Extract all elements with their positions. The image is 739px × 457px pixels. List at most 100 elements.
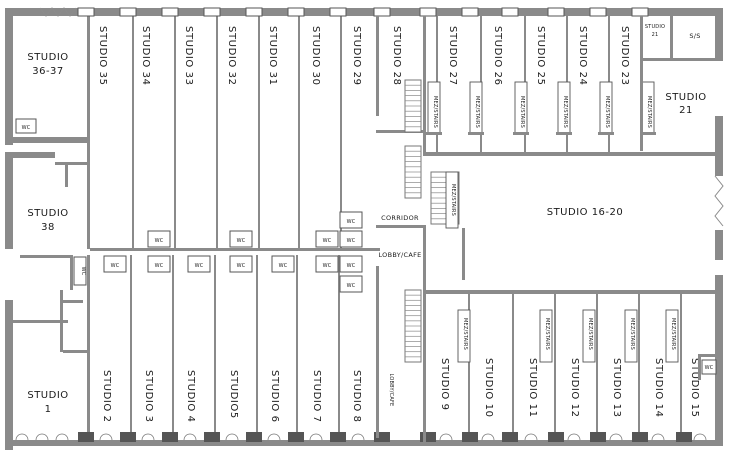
bottom-door-markers	[15, 432, 707, 442]
studio-bottom-label: STUDIO 6	[269, 370, 280, 423]
wc-label: WC	[279, 263, 288, 269]
wc-box	[315, 255, 339, 273]
corridor-area: CORRIDOR LOBBY/CAFE LOBBY/CAFE	[376, 16, 426, 446]
studio-38-label-a: STUDIO	[27, 208, 68, 219]
wc-box	[339, 211, 363, 229]
door-marker	[246, 432, 262, 442]
door-marker	[374, 432, 390, 442]
door-marker	[589, 7, 607, 17]
studio-bottom-label: STUDIO5	[228, 370, 239, 419]
studio-16-20-label: STUDIO 16-20	[547, 207, 624, 218]
wc-box	[147, 230, 171, 248]
bottom-divider	[130, 255, 132, 440]
wc-label: WC	[323, 263, 332, 269]
studio-bottom-label: STUDIO 13	[611, 358, 622, 418]
studio-1-label-a: STUDIO	[27, 390, 68, 401]
studio-top-label: STUDIO 31	[267, 26, 278, 86]
door-marker	[245, 7, 263, 17]
studio-1-label-b: 1	[45, 404, 52, 415]
wc-label: WC	[237, 263, 246, 269]
mez-stairs-label: MEZ/STAIRS	[604, 96, 610, 128]
wc-box	[339, 230, 363, 248]
wc-label-vertical: WC	[80, 267, 86, 276]
door-marker	[203, 7, 221, 17]
wc-label: WC	[237, 238, 246, 244]
bottom-divider	[296, 255, 298, 440]
mez-wall	[598, 132, 614, 135]
mez-stairs-label: MEZ/STAIRS	[562, 96, 568, 128]
top-wall-markers	[39, 7, 77, 17]
door-marker	[590, 432, 606, 442]
studio-21-label-a: STUDIO	[665, 92, 706, 103]
door-marker	[204, 432, 220, 442]
door-marker	[461, 7, 479, 17]
wc-box	[229, 230, 253, 248]
wc-label: WC	[111, 263, 120, 269]
mez-wall	[556, 132, 572, 135]
bottom-divider	[554, 294, 556, 440]
mez-stairs-label: MEZ/STAIRS	[450, 184, 456, 216]
wc-label: WC	[347, 283, 356, 289]
studio-bottom-label: STUDIO 14	[653, 358, 664, 418]
studio-top-label: STUDIO 29	[351, 26, 362, 86]
door-swing	[524, 433, 538, 441]
wc-label: WC	[155, 238, 164, 244]
bottom-divider	[214, 255, 216, 440]
bottom-divider	[338, 255, 340, 440]
studio-bottom-label: STUDIO 4	[185, 370, 196, 423]
lobby-cafe-vertical-label: LOBBY/CAFE	[388, 374, 394, 407]
mez-wall	[640, 132, 656, 135]
ss-label: S/S	[689, 32, 700, 40]
wc-box	[147, 255, 171, 273]
door-swing	[609, 433, 623, 441]
bottom-divider	[172, 255, 174, 440]
door-marker	[420, 432, 436, 442]
studio-top-label: STUDIO 28	[391, 26, 402, 86]
mez-stairs-label: MEZ/STAIRS	[474, 96, 480, 128]
corridor-label: CORRIDOR	[381, 214, 419, 222]
wc-box	[339, 255, 363, 273]
top-divider	[174, 16, 176, 248]
wc-box	[315, 230, 339, 248]
studio-21: STUDIO 21 S/S STUDIO 21	[640, 16, 723, 151]
bottom-divider	[596, 294, 598, 440]
studio-1: STUDIO 1	[13, 290, 87, 415]
mez-stairs-box	[582, 309, 596, 363]
door-swing	[439, 433, 453, 441]
mez-stairs-top: MEZ/STAIRS MEZ/STAIRS MEZ/STAIRS MEZ/STAIRS…	[426, 81, 656, 135]
studio-21-small-a: STUDIO	[645, 24, 665, 30]
lobby-cafe-label: LOBBY/CAFE	[378, 251, 421, 259]
bottom-divider	[256, 255, 258, 440]
studio-21-small-b: 21	[652, 32, 659, 38]
studio-bottom-label: STUDIO 9	[439, 358, 450, 411]
door-swing	[15, 433, 29, 441]
bottom-studio-dividers	[130, 255, 682, 440]
door-marker	[162, 432, 178, 442]
mez-stairs-label: MEZ/STAIRS	[519, 96, 525, 128]
door-swing	[99, 433, 113, 441]
mez-stairs-label: MEZ/STAIRS	[432, 96, 438, 128]
studio-38-label-b: 38	[41, 222, 55, 233]
mez-stairs-box	[624, 309, 638, 363]
door-swing	[309, 433, 323, 441]
studio-16-20: MEZ/STAIRS STUDIO 16-20	[430, 171, 724, 280]
wc-box	[339, 275, 363, 293]
door-swing	[651, 433, 665, 441]
door-swing	[225, 433, 239, 441]
outer-walls	[5, 8, 723, 450]
top-divider	[340, 16, 342, 248]
studio-top-label: STUDIO 27	[447, 26, 458, 86]
studio-top-label: STUDIO 30	[310, 26, 321, 86]
mez-stairs-label: MEZ/STAIRS	[462, 318, 468, 350]
studio-bottom-label: STUDIO 10	[483, 358, 494, 418]
bottom-divider	[680, 294, 682, 440]
door-marker	[548, 432, 564, 442]
studio-top-label: STUDIO 26	[492, 26, 503, 86]
wc-box	[271, 255, 295, 273]
door-marker	[329, 7, 347, 17]
studio-top-label: STUDIO 34	[140, 26, 151, 86]
door-swing	[35, 433, 49, 441]
